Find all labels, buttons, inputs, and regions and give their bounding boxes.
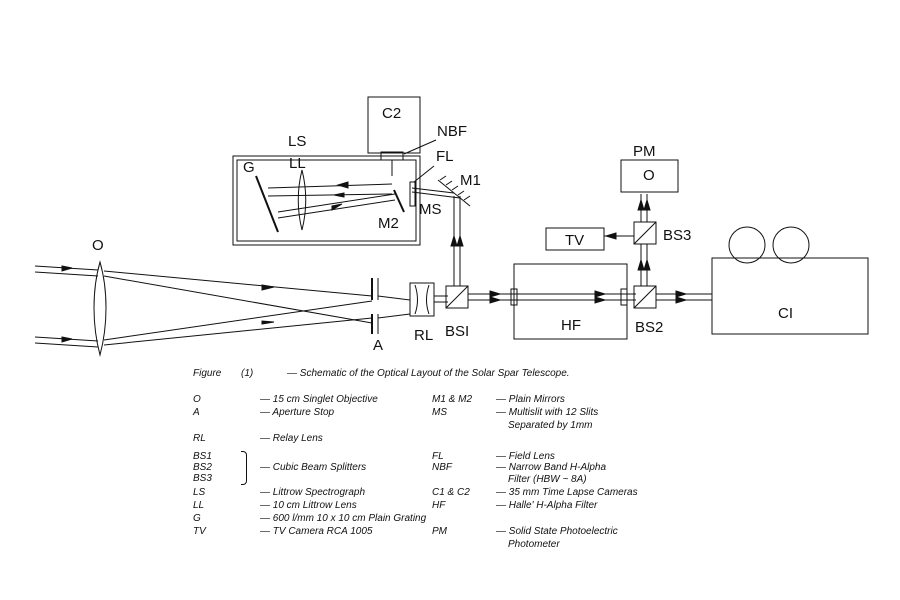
figure-caption: Figure (1) — Schematic of the Optical Layo… bbox=[193, 368, 570, 379]
multislit bbox=[409, 181, 416, 207]
tv-camera-box bbox=[545, 227, 605, 251]
legend-abbr: LL bbox=[193, 500, 205, 511]
label-objective: O bbox=[92, 237, 104, 254]
legend-desc: — Plain Mirrors bbox=[496, 394, 565, 405]
legend-abbr: O bbox=[193, 394, 201, 405]
legend-abbr: A bbox=[193, 407, 200, 418]
legend-abbr: LS bbox=[193, 487, 206, 498]
legend-abbr: M1 & M2 bbox=[432, 394, 473, 405]
camera-c1 bbox=[711, 226, 869, 335]
label-hf: HF bbox=[561, 317, 581, 334]
label-ci: CI bbox=[778, 305, 793, 322]
label-tv: TV bbox=[565, 232, 584, 249]
legend-desc: — 15 cm Singlet Objective bbox=[260, 394, 378, 405]
label-ls: LS bbox=[288, 133, 306, 150]
beam-splitter-bs3 bbox=[633, 221, 657, 245]
beam-splitter-bs2 bbox=[633, 285, 657, 309]
legend-desc: — 600 l/mm 10 x 10 cm Plain Grating bbox=[260, 513, 427, 524]
aperture-stop bbox=[371, 278, 379, 334]
legend-abbr: TV bbox=[193, 526, 206, 537]
legend-desc: — Narrow Band H-Alpha bbox=[496, 462, 607, 473]
label-fl: FL bbox=[436, 148, 454, 165]
legend-desc: — 10 cm Littrow Lens bbox=[260, 500, 357, 511]
legend-desc: Filter (HBW ~ 8A) bbox=[508, 474, 587, 485]
littrow-spectrograph-box bbox=[232, 155, 421, 246]
caption-number: (1) bbox=[241, 368, 254, 379]
label-bs1: BSI bbox=[445, 323, 469, 340]
legend-desc: — Halle' H-Alpha Filter bbox=[496, 500, 598, 511]
label-nbf: NBF bbox=[437, 123, 467, 140]
legend-abbr: BS2 bbox=[193, 462, 212, 473]
mirror-m2 bbox=[393, 189, 405, 213]
legend-desc: — Field Lens bbox=[496, 451, 555, 462]
legend-desc: — 35 mm Time Lapse Cameras bbox=[496, 487, 638, 498]
label-ms: MS bbox=[419, 201, 442, 218]
narrow-band-filter bbox=[380, 151, 404, 176]
legend-abbr: BS3 bbox=[193, 473, 212, 484]
label-m2: M2 bbox=[378, 215, 399, 232]
beam-splitter-bs1 bbox=[445, 285, 469, 309]
label-relay-lens: RL bbox=[414, 327, 433, 344]
legend-abbr: G bbox=[193, 513, 201, 524]
legend-abbr: C1 & C2 bbox=[432, 487, 470, 498]
legend-abbr: NBF bbox=[432, 462, 452, 473]
legend-desc: Separated by 1mm bbox=[508, 420, 593, 431]
legend-abbr: PM bbox=[432, 526, 447, 537]
legend-desc: Photometer bbox=[508, 539, 560, 550]
legend-desc: — Aperture Stop bbox=[260, 407, 335, 418]
label-pm-o: O bbox=[643, 167, 655, 184]
legend-brace bbox=[241, 451, 247, 485]
camera-c2 bbox=[367, 96, 421, 154]
caption-figure: Figure bbox=[193, 368, 222, 379]
legend-abbr: MS bbox=[432, 407, 447, 418]
label-bs2: BS2 bbox=[635, 319, 663, 336]
relay-lens bbox=[409, 282, 435, 317]
legend-desc: — Relay Lens bbox=[260, 433, 323, 444]
legend-abbr: BS1 bbox=[193, 451, 212, 462]
label-aperture: A bbox=[373, 337, 383, 354]
legend-desc: — Multislit with 12 Slits bbox=[496, 407, 599, 418]
caption-text: — Schematic of the Optical Layout of the… bbox=[287, 368, 570, 379]
label-c2: C2 bbox=[382, 105, 401, 122]
grating bbox=[255, 175, 279, 233]
label-bs3: BS3 bbox=[663, 227, 691, 244]
photometer-box bbox=[620, 159, 679, 193]
label-littrow-lens: LL bbox=[289, 155, 306, 172]
legend-desc: — TV Camera RCA 1005 bbox=[260, 526, 373, 537]
objective-lens bbox=[93, 260, 107, 357]
legend-abbr: RL bbox=[193, 433, 206, 444]
label-grating: G bbox=[243, 159, 255, 176]
label-m1: M1 bbox=[460, 172, 481, 189]
legend-abbr: HF bbox=[432, 500, 446, 511]
legend-desc: — Littrow Spectrograph bbox=[260, 487, 366, 498]
legend-desc: — Cubic Beam Splitters bbox=[260, 462, 367, 473]
legend-abbr: FL bbox=[432, 451, 444, 462]
legend-desc: — Solid State Photoelectric bbox=[496, 526, 618, 537]
label-pm: PM bbox=[633, 143, 656, 160]
